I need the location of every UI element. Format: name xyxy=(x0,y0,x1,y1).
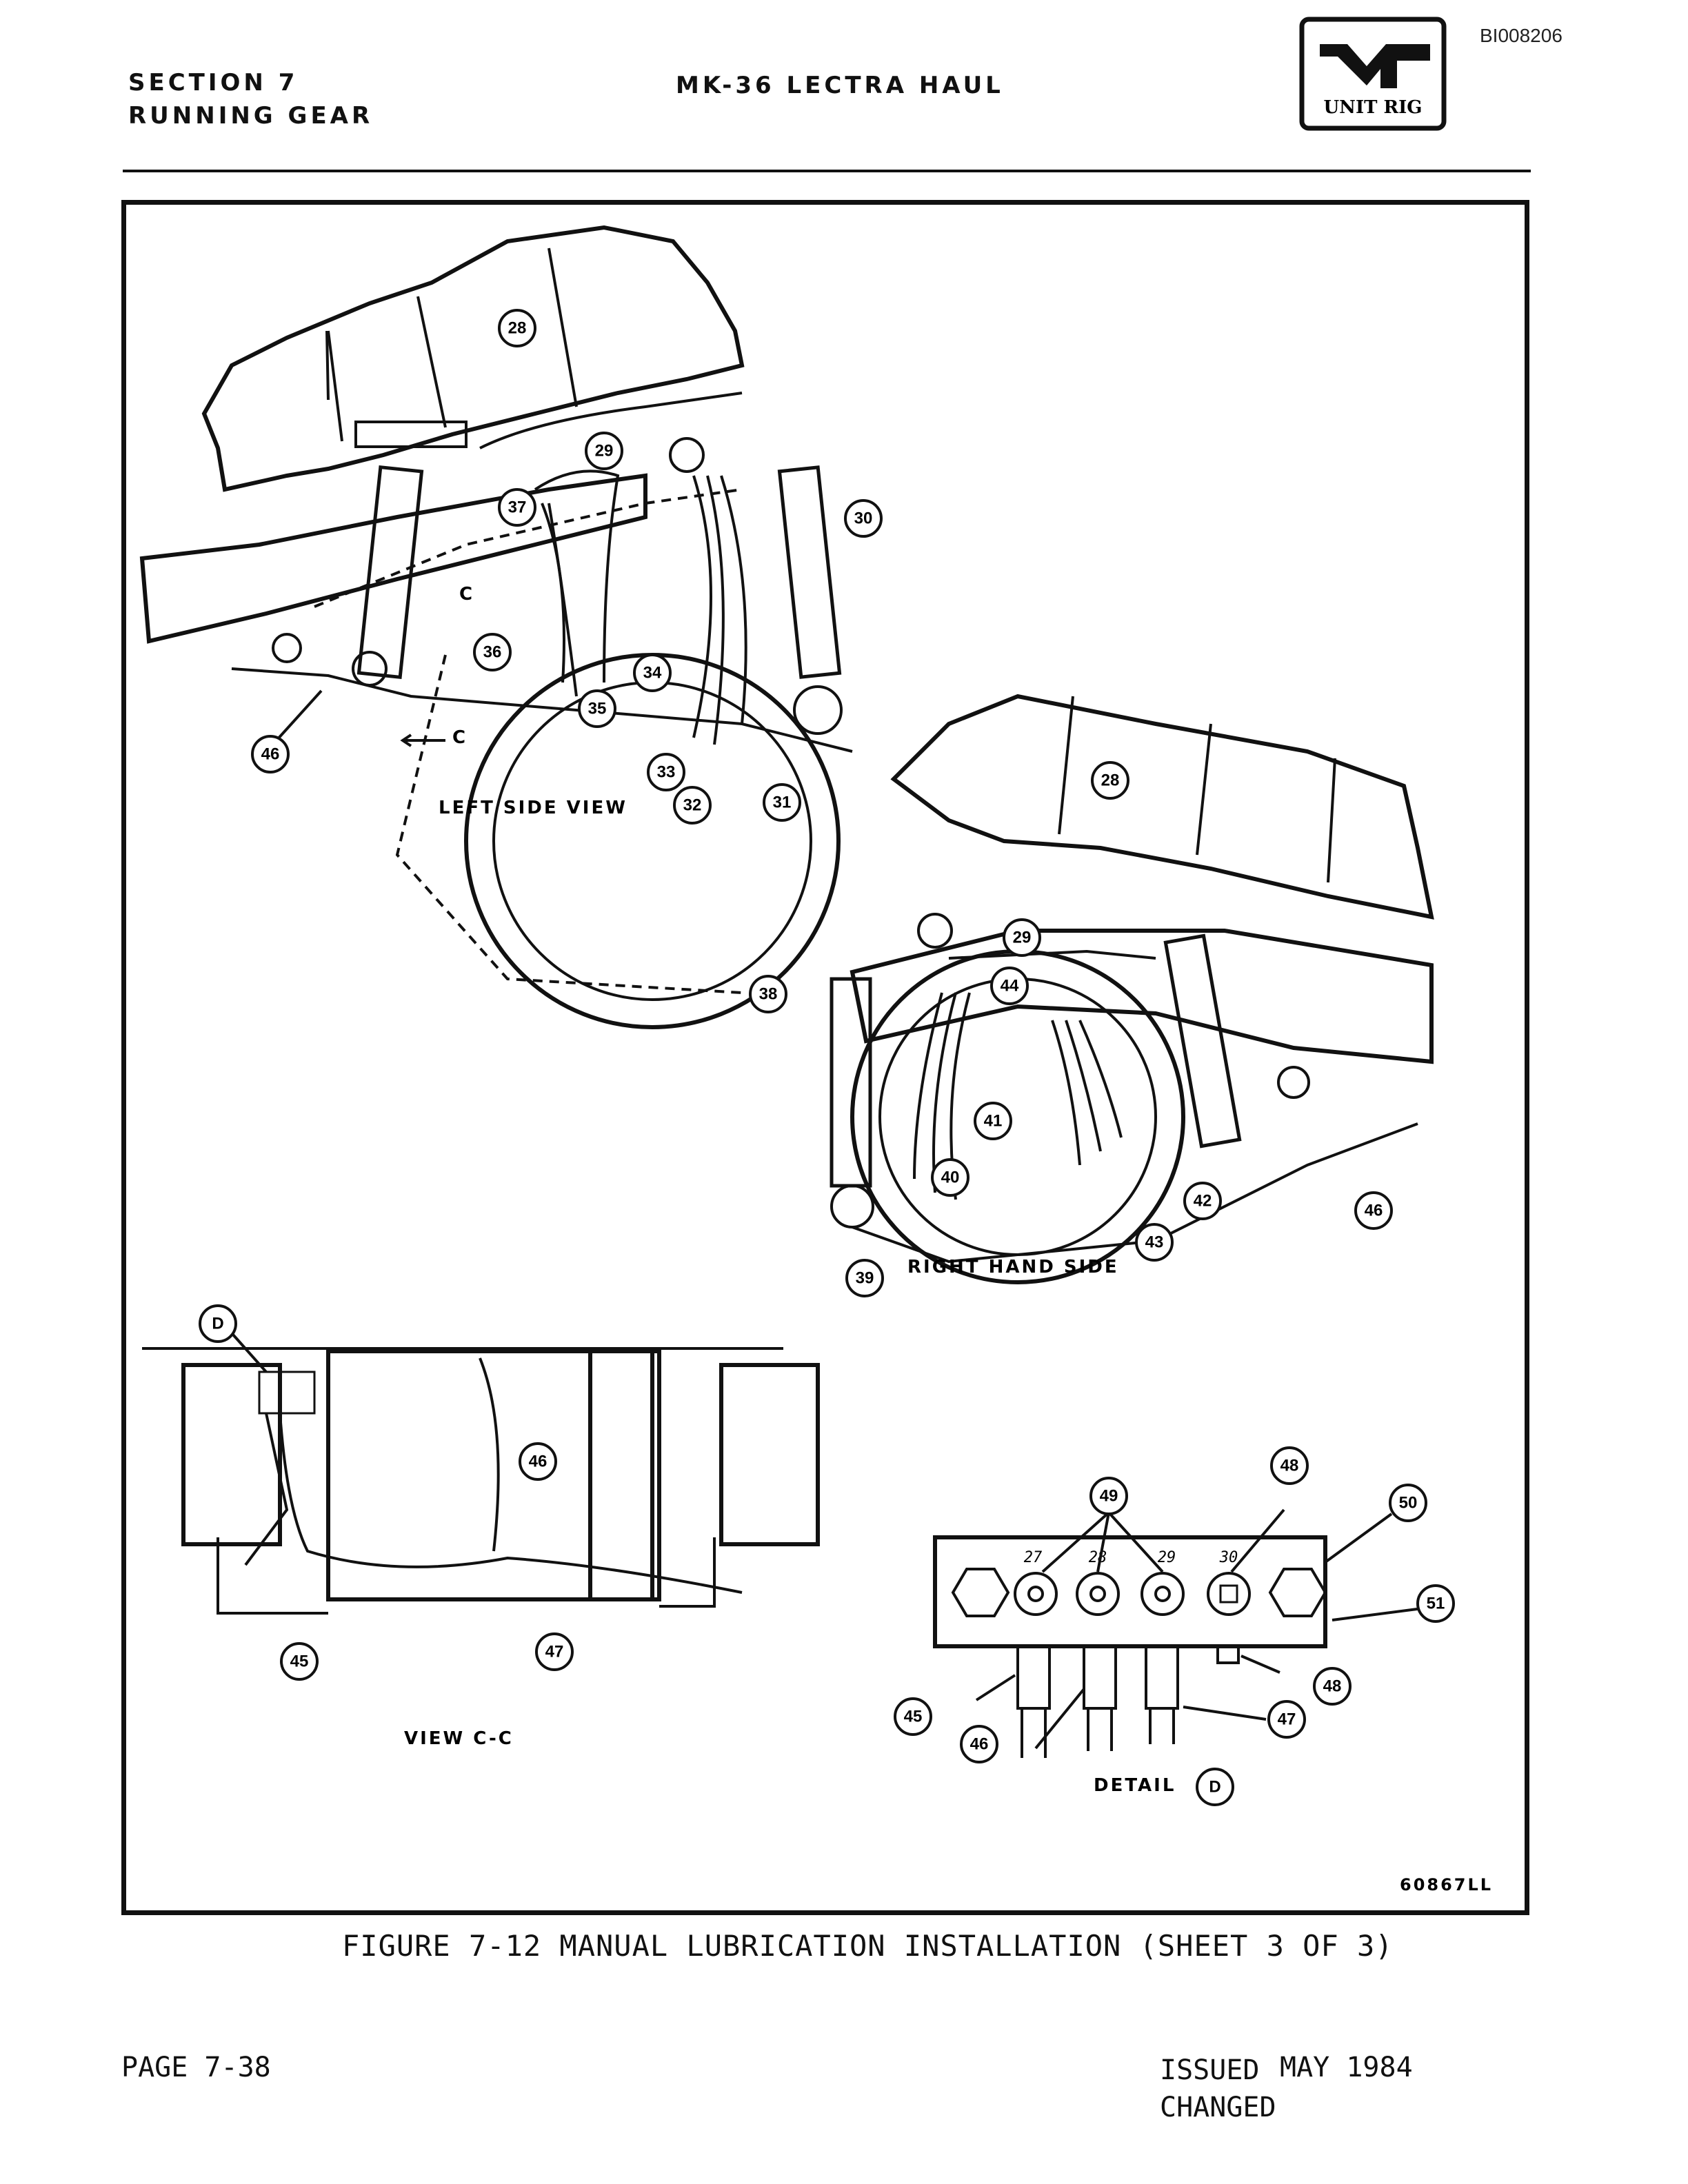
svg-text:51: 51 xyxy=(1427,1595,1445,1613)
callout-45-detail: 45 xyxy=(894,1697,932,1736)
detail-d-manifold: 27 28 29 30 xyxy=(933,1508,1439,1758)
callout-36: 36 xyxy=(473,633,512,671)
callout-41: 41 xyxy=(974,1102,1012,1140)
svg-text:45: 45 xyxy=(290,1652,309,1671)
svg-text:44: 44 xyxy=(1001,977,1019,995)
callout-51: 51 xyxy=(1416,1584,1455,1623)
callout-48-top: 48 xyxy=(1270,1446,1309,1485)
callout-39: 39 xyxy=(845,1259,884,1297)
callout-38: 38 xyxy=(749,975,787,1013)
svg-text:46: 46 xyxy=(529,1453,547,1471)
page-number: PAGE 7-38 xyxy=(121,2052,271,2083)
issued-date: MAY 1984 xyxy=(1280,2052,1413,2083)
callout-40: 40 xyxy=(931,1158,969,1197)
callout-29-right: 29 xyxy=(1003,918,1041,957)
svg-text:43: 43 xyxy=(1145,1233,1164,1252)
svg-text:49: 49 xyxy=(1100,1487,1118,1506)
svg-text:37: 37 xyxy=(508,498,527,517)
svg-text:47: 47 xyxy=(545,1643,564,1661)
callout-29: 29 xyxy=(585,432,623,470)
changed-label: CHANGED xyxy=(1160,2092,1276,2123)
svg-text:45: 45 xyxy=(904,1708,923,1726)
callout-37: 37 xyxy=(498,488,536,527)
svg-text:28: 28 xyxy=(508,319,527,338)
port-29-label: 29 xyxy=(1158,1549,1176,1566)
section-marker-c2: C xyxy=(452,727,468,748)
port-28-label: 28 xyxy=(1089,1549,1107,1566)
svg-text:29: 29 xyxy=(1013,929,1032,947)
callout-46-left: 46 xyxy=(251,735,290,774)
callout-47-view-cc: 47 xyxy=(535,1632,574,1671)
callout-44: 44 xyxy=(990,967,1029,1005)
callout-30: 30 xyxy=(844,499,883,538)
callout-43: 43 xyxy=(1135,1223,1174,1262)
issued-label: ISSUED xyxy=(1160,2054,1260,2086)
callout-33: 33 xyxy=(647,753,685,791)
callout-32: 32 xyxy=(673,786,712,825)
detail-letter-callout-view-cc: D xyxy=(199,1304,237,1343)
svg-text:46: 46 xyxy=(261,745,280,764)
callout-49: 49 xyxy=(1089,1477,1128,1515)
callout-47-detail: 47 xyxy=(1267,1700,1306,1739)
section-marker-c: C xyxy=(459,584,474,605)
manual-title: MK-36 LECTRA HAUL xyxy=(676,72,1004,99)
callout-42: 42 xyxy=(1183,1182,1222,1220)
svg-text:D: D xyxy=(212,1315,223,1333)
left-side-view-drawing: C C xyxy=(139,225,853,1029)
document-id: BI008206 xyxy=(1480,25,1563,46)
svg-text:32: 32 xyxy=(683,796,702,815)
figure-frame xyxy=(121,200,1529,1915)
section-number: SECTION 7 xyxy=(128,69,299,97)
svg-text:48: 48 xyxy=(1280,1457,1299,1475)
svg-text:38: 38 xyxy=(759,985,778,1004)
drawing-number: 60867LL xyxy=(1400,1875,1493,1894)
svg-text:34: 34 xyxy=(643,664,662,682)
svg-text:36: 36 xyxy=(483,643,502,662)
figure-drawing: C C LEFT SIDE VIEW RIGHT HAND SIDE xyxy=(139,225,1493,1894)
port-30-label: 30 xyxy=(1219,1549,1238,1566)
svg-text:46: 46 xyxy=(1365,1202,1383,1220)
detail-letter-callout: D xyxy=(1196,1768,1234,1806)
svg-text:50: 50 xyxy=(1399,1494,1418,1513)
svg-text:39: 39 xyxy=(856,1269,874,1288)
unit-rig-logo: UNIT RIG xyxy=(1299,17,1447,131)
callout-50: 50 xyxy=(1389,1484,1427,1522)
svg-text:33: 33 xyxy=(657,763,676,782)
port-27-label: 27 xyxy=(1024,1549,1043,1566)
svg-text:46: 46 xyxy=(970,1735,989,1754)
svg-text:41: 41 xyxy=(984,1112,1003,1131)
callout-48-bottom: 48 xyxy=(1313,1667,1352,1706)
callout-28-right: 28 xyxy=(1091,761,1129,800)
logo-text: UNIT RIG xyxy=(1324,97,1423,118)
callout-46-view-cc: 46 xyxy=(519,1442,557,1481)
figure-caption: FIGURE 7-12 MANUAL LUBRICATION INSTALLAT… xyxy=(342,1929,1394,1963)
section-title: RUNNING GEAR xyxy=(128,102,374,130)
detail-label: DETAIL xyxy=(1094,1775,1176,1796)
callout-45-view-cc: 45 xyxy=(280,1642,319,1681)
svg-text:30: 30 xyxy=(854,509,873,528)
svg-text:40: 40 xyxy=(941,1169,960,1187)
callout-46-right: 46 xyxy=(1354,1191,1393,1230)
right-hand-side-label: RIGHT HAND SIDE xyxy=(907,1257,1119,1277)
callout-28: 28 xyxy=(498,309,536,347)
svg-text:42: 42 xyxy=(1194,1192,1212,1211)
svg-text:29: 29 xyxy=(595,442,614,461)
svg-text:48: 48 xyxy=(1323,1677,1342,1696)
left-side-view-label: LEFT SIDE VIEW xyxy=(439,798,627,818)
svg-text:47: 47 xyxy=(1278,1710,1296,1729)
svg-text:31: 31 xyxy=(773,793,792,812)
svg-text:35: 35 xyxy=(588,700,607,718)
view-cc-drawing xyxy=(142,1347,820,1615)
callout-46-detail: 46 xyxy=(960,1725,998,1763)
callout-34: 34 xyxy=(633,654,672,692)
view-cc-label: VIEW C-C xyxy=(404,1728,514,1749)
right-hand-side-drawing xyxy=(830,694,1434,1284)
callout-31: 31 xyxy=(763,783,801,822)
callout-35: 35 xyxy=(578,689,616,728)
svg-text:D: D xyxy=(1209,1778,1220,1797)
header-rule xyxy=(123,170,1531,172)
svg-text:28: 28 xyxy=(1101,771,1120,790)
